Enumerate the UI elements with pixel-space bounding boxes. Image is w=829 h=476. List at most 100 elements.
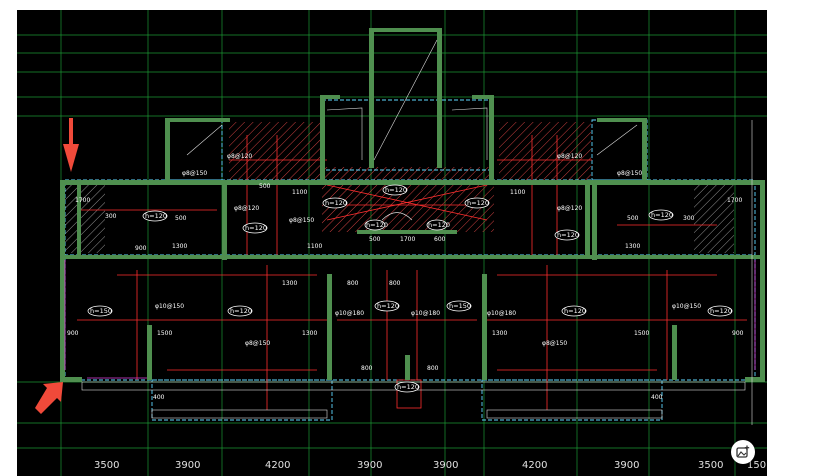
length-label: 600 [434, 236, 446, 243]
length-label: 1700 [75, 197, 90, 204]
svg-text:h=120: h=120 [385, 186, 407, 194]
length-label: 1300 [625, 243, 640, 250]
hatch-center [322, 167, 494, 232]
length-label: 1300 [302, 330, 317, 337]
svg-text:h=120: h=120 [397, 383, 419, 391]
length-label: 1500 [634, 330, 649, 337]
dimension-label: 4200 [522, 460, 547, 471]
rebar-label: φ10@180 [411, 310, 440, 317]
length-labels: 1700 300 500 1300 900 1100 500 1100 1300… [67, 183, 744, 401]
rebar-label: φ8@120 [557, 205, 582, 212]
slab-label: h=120 [648, 209, 674, 221]
annotation-arrows [35, 118, 79, 414]
length-label: 500 [627, 215, 639, 222]
slab-label: h=120 [426, 219, 450, 231]
image-add-button[interactable] [731, 440, 755, 464]
rebar-label: φ8@150 [245, 340, 270, 347]
length-label: 1700 [727, 197, 742, 204]
slab-label: h=120 [394, 381, 420, 393]
dimension-label: 3900 [433, 460, 458, 471]
rebar-label: φ8@150 [617, 170, 642, 177]
length-label: 1300 [282, 280, 297, 287]
length-label: 500 [259, 183, 271, 190]
slab-label: h=120 [142, 210, 168, 222]
dimension-label: 4200 [265, 460, 290, 471]
walls [60, 28, 765, 382]
slab-label: h=120 [707, 305, 733, 317]
svg-text:h=120: h=120 [428, 221, 450, 229]
length-label: 900 [732, 330, 744, 337]
bottom-dimensions: 3500 3900 4200 3900 3900 4200 3900 3500 … [94, 460, 766, 471]
rebar-label: φ8@150 [542, 340, 567, 347]
dimension-label: 3500 [698, 460, 723, 471]
length-label: 1700 [400, 236, 415, 243]
dimension-label: 150 [747, 460, 766, 471]
length-label: 800 [427, 365, 439, 372]
rebar-labels: φ8@120 φ8@150 φ8@120 φ8@150 φ10@150 φ10@… [155, 153, 701, 347]
length-label: 400 [651, 394, 663, 401]
rebar-label: φ10@150 [155, 303, 184, 310]
rebar-label: φ8@120 [234, 205, 259, 212]
svg-text:h=120: h=120 [230, 307, 252, 315]
rebar-label: φ10@150 [672, 303, 701, 310]
rebar-label: φ8@120 [557, 153, 582, 160]
slab-label: h=120 [561, 305, 587, 317]
rebar-label: φ8@120 [227, 153, 252, 160]
dimension-label: 3900 [614, 460, 639, 471]
floor-plan-drawing: h=120 h=120 h=120 h=120 h=120 h=120 h=12… [17, 10, 767, 476]
length-label: 800 [389, 280, 401, 287]
slab-label: h=120 [364, 219, 388, 231]
length-label: 500 [369, 236, 381, 243]
hatch-right [499, 122, 591, 182]
length-label: 500 [175, 215, 187, 222]
dimension-label: 3900 [357, 460, 382, 471]
slab-label: h=120 [554, 229, 580, 241]
svg-text:h=120: h=120 [145, 212, 167, 220]
cad-drawing-canvas[interactable]: h=120 h=120 h=120 h=120 h=120 h=120 h=12… [17, 10, 767, 476]
slab-label: h=120 [227, 305, 253, 317]
hatch-left [229, 122, 324, 182]
slab-label: h=120 [382, 184, 408, 196]
length-label: 900 [135, 245, 147, 252]
svg-text:h=120: h=120 [325, 199, 347, 207]
length-label: 1100 [292, 189, 307, 196]
slab-label: h=120 [242, 222, 268, 234]
length-label: 800 [347, 280, 359, 287]
svg-text:h=120: h=120 [377, 302, 399, 310]
slab-labels: h=120 h=120 h=120 h=120 h=120 h=120 h=12… [87, 184, 733, 393]
rebar-label: φ10@180 [335, 310, 364, 317]
magenta-lines [64, 260, 756, 379]
length-label: 1500 [157, 330, 172, 337]
rebar-label: φ8@150 [289, 217, 314, 224]
length-label: 1100 [510, 189, 525, 196]
length-label: 1300 [492, 330, 507, 337]
hatch-west [65, 185, 105, 253]
svg-text:h=120: h=120 [245, 224, 267, 232]
svg-text:h=120: h=120 [651, 211, 673, 219]
slab-label: h=120 [374, 300, 400, 312]
white-outlines [81, 39, 753, 425]
rebar-label: φ8@150 [182, 170, 207, 177]
slab-label: h=120 [322, 197, 348, 209]
length-label: 300 [683, 215, 695, 222]
arrow-up-right-icon [35, 382, 63, 414]
length-label: 1100 [307, 243, 322, 250]
length-label: 400 [153, 394, 165, 401]
rebar-label: φ10@180 [487, 310, 516, 317]
dimension-label: 3900 [175, 460, 200, 471]
grid-lines [17, 10, 767, 476]
svg-text:h=150: h=150 [449, 302, 471, 310]
svg-text:h=120: h=120 [710, 307, 732, 315]
slab-label: h=150 [87, 305, 113, 317]
svg-text:h=120: h=120 [557, 231, 579, 239]
hatch-east [694, 185, 734, 253]
svg-text:h=150: h=150 [90, 307, 112, 315]
image-add-icon [736, 445, 750, 458]
length-label: 900 [67, 330, 79, 337]
svg-text:h=120: h=120 [467, 199, 489, 207]
arrow-down-icon [63, 118, 79, 172]
slab-label: h=120 [464, 197, 490, 209]
length-label: 1300 [172, 243, 187, 250]
length-label: 300 [105, 213, 117, 220]
slab-label: h=150 [446, 300, 472, 312]
